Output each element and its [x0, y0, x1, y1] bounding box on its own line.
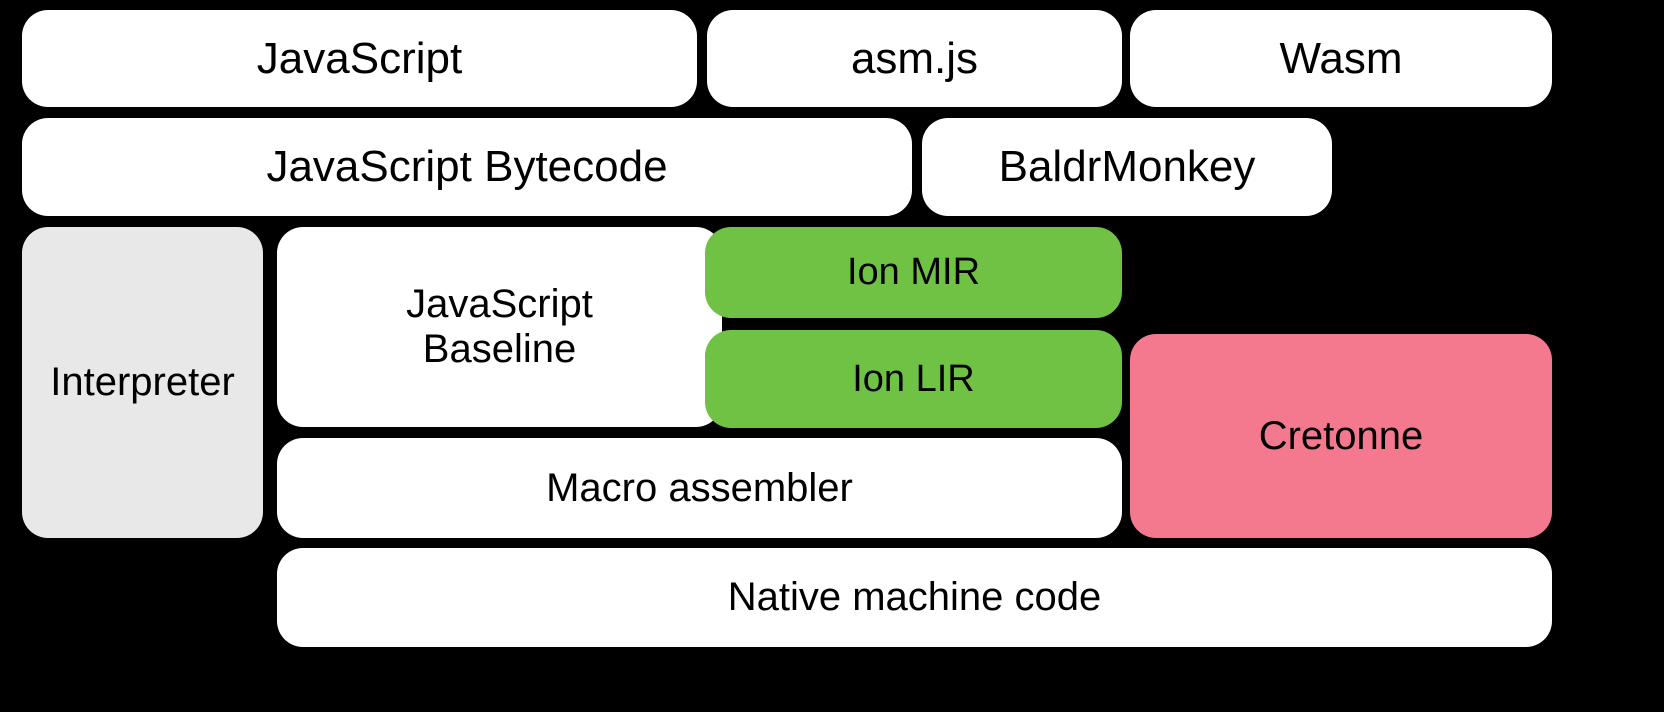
node-wasm: Wasm	[1130, 10, 1552, 107]
node-ion-mir: Ion MIR	[705, 227, 1122, 318]
node-macro-assembler: Macro assembler	[277, 438, 1122, 538]
node-javascript-bytecode: JavaScript Bytecode	[22, 118, 912, 216]
node-interpreter: Interpreter	[22, 227, 263, 538]
node-cretonne: Cretonne	[1130, 334, 1552, 538]
node-asm-js: asm.js	[707, 10, 1122, 107]
node-native-machine-code: Native machine code	[277, 548, 1552, 647]
node-javascript: JavaScript	[22, 10, 697, 107]
node-ion-lir: Ion LIR	[705, 330, 1122, 428]
node-javascript-baseline: JavaScript Baseline	[277, 227, 722, 427]
node-baldrmonkey: BaldrMonkey	[922, 118, 1332, 216]
